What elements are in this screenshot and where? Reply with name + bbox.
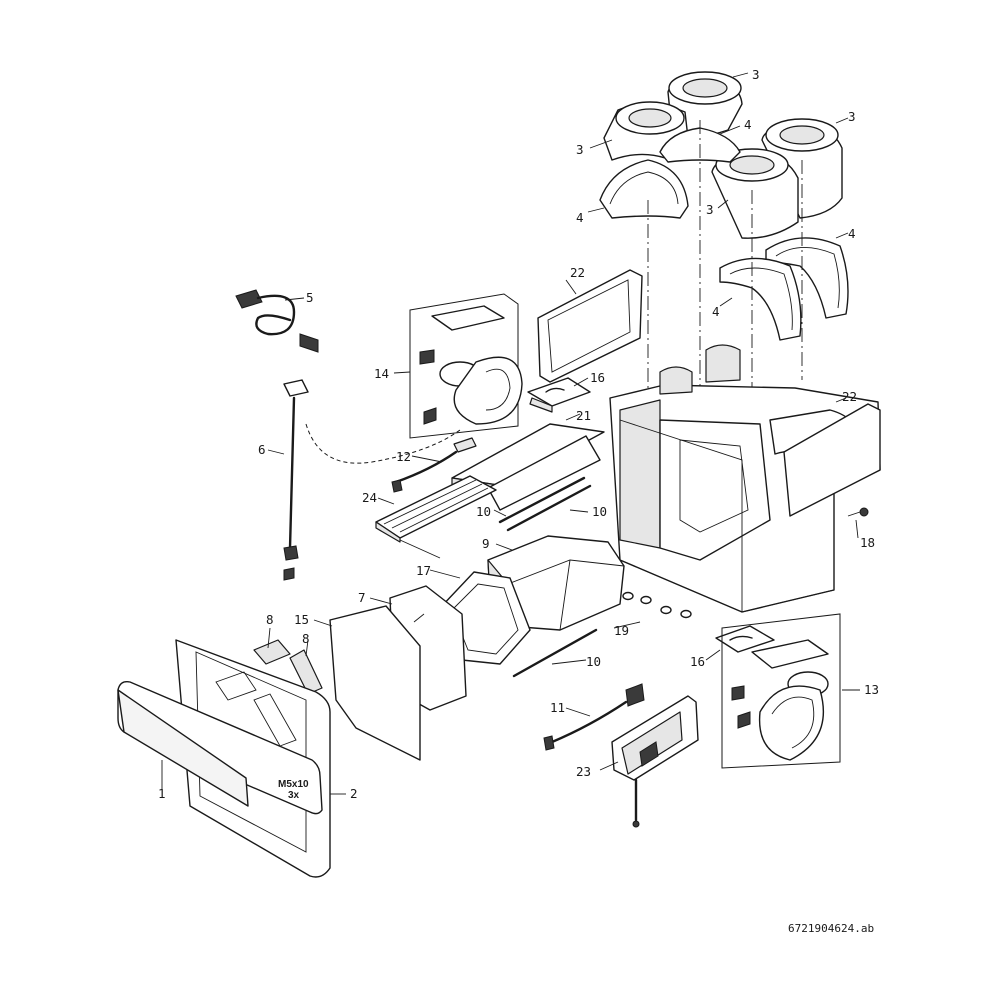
- part-3-duct-collar-middle: [711, 148, 799, 239]
- callout-4: 4: [576, 210, 584, 225]
- callout-3: 3: [848, 109, 856, 124]
- part-10-seal-strips: [498, 476, 598, 678]
- callout-10: 10: [586, 654, 601, 669]
- part-16-bracket-lower: [715, 625, 775, 653]
- screw-size-label: M5x10: [278, 779, 309, 790]
- part-6-cable-harness: [283, 379, 461, 581]
- callout-4: 4: [848, 226, 856, 241]
- part-22-cover-panel: [537, 269, 643, 383]
- callout-15: 15: [294, 612, 309, 627]
- callout-3: 3: [752, 67, 760, 82]
- callout-3: 3: [576, 142, 584, 157]
- callout-21: 21: [576, 408, 591, 423]
- callout-labels: 3 3 3 3 4 4 4 4 5 14 22 16 21 22 6 12 24…: [158, 67, 879, 801]
- screw-note: M5x10 3x: [278, 779, 309, 801]
- part-4-gasket-lower-right: [765, 237, 849, 319]
- leader-lines: [161, 72, 860, 795]
- part-11-connection-cable: [543, 683, 645, 751]
- part-4-gasket-upper-left: [599, 159, 689, 219]
- part-5-mains-cable: [235, 289, 319, 353]
- part-23-control-board: [611, 695, 699, 828]
- part-16-bracket-upper: [527, 377, 591, 413]
- callout-13: 13: [864, 682, 879, 697]
- callout-22: 22: [842, 389, 857, 404]
- callout-22: 22: [570, 265, 585, 280]
- part-19-grommets: [622, 591, 692, 619]
- callout-10: 10: [592, 504, 607, 519]
- part-8-foam-pad-b: [289, 649, 323, 695]
- callout-2: 2: [350, 786, 358, 801]
- callout-10: 10: [476, 504, 491, 519]
- callout-9: 9: [482, 536, 490, 551]
- callout-14: 14: [374, 366, 389, 381]
- part-4-gasket-lower-left: [719, 257, 802, 341]
- callout-12: 12: [396, 449, 411, 464]
- callout-16: 16: [690, 654, 705, 669]
- callout-6: 6: [258, 442, 266, 457]
- screw-qty-label: 3x: [288, 790, 300, 801]
- part-24-filter: [375, 475, 497, 559]
- part-12-sensor-cable: [391, 437, 477, 493]
- callout-4: 4: [744, 117, 752, 132]
- part-22-side-cover-right: [783, 403, 881, 517]
- part-15-insulation-panel: [329, 605, 421, 761]
- part-8-foam-pad-a: [253, 639, 291, 665]
- callout-23: 23: [576, 764, 591, 779]
- part-1-front-cover: [117, 680, 323, 815]
- callout-1: 1: [158, 786, 166, 801]
- callout-5: 5: [306, 290, 314, 305]
- callout-8: 8: [302, 631, 310, 646]
- callout-7: 7: [358, 590, 366, 605]
- callout-11: 11: [550, 700, 565, 715]
- alignment-lines: [647, 120, 803, 420]
- part-14-fan-assembly: [409, 293, 523, 439]
- callout-19: 19: [614, 623, 629, 638]
- part-13-fan-assembly: [721, 613, 841, 769]
- document-reference: 6721904624.ab: [788, 922, 874, 935]
- callout-3: 3: [706, 202, 714, 217]
- callout-24: 24: [362, 490, 377, 505]
- part-18-fastener: [847, 507, 869, 517]
- callout-8: 8: [266, 612, 274, 627]
- callout-18: 18: [860, 535, 875, 550]
- callout-4: 4: [712, 304, 720, 319]
- callout-17: 17: [416, 563, 431, 578]
- callout-16: 16: [590, 370, 605, 385]
